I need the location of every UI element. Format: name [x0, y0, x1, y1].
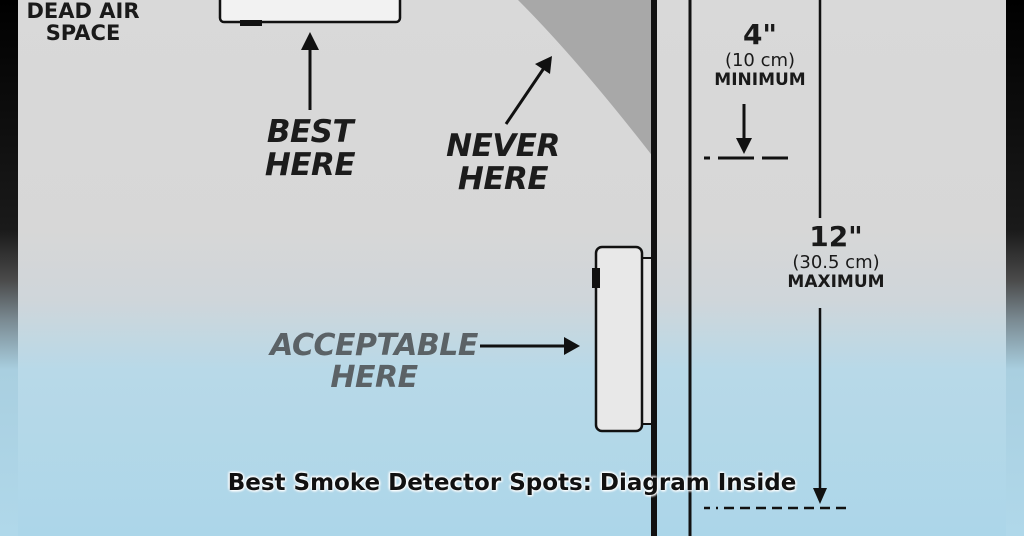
max-measurement: 12" (30.5 cm) MAXIMUM: [776, 220, 896, 292]
acceptable-here-label: ACCEPTABLE HERE: [254, 330, 494, 393]
image-caption: Best Smoke Detector Spots: Diagram Insid…: [227, 470, 797, 496]
best-line-1: BEST: [266, 114, 354, 150]
best-line-2: HERE: [264, 146, 356, 183]
dead-air-wedge: [518, 0, 654, 158]
max-caption: MAXIMUM: [787, 271, 885, 292]
best-arrow: [301, 32, 319, 110]
min-measurement: 4" (10 cm) MINIMUM: [700, 18, 820, 90]
never-line-2: HERE: [457, 160, 549, 197]
max-metric: (30.5 cm): [792, 251, 880, 273]
wall-detector-knob: [592, 268, 600, 288]
diagram-graphics: [218, 0, 850, 536]
ceiling-detector: [218, 0, 402, 24]
never-line-1: NEVER: [446, 128, 560, 164]
acceptable-line-2: HERE: [330, 359, 418, 395]
ceiling-detector-base: [240, 20, 262, 26]
dead-air-line-1: DEAD AIR: [26, 0, 140, 23]
acceptable-arrow: [480, 337, 580, 355]
max-value: 12": [809, 220, 863, 253]
best-here-label: BEST HERE: [240, 116, 380, 181]
dead-air-label: DEAD AIR SPACE: [18, 0, 148, 44]
diagram-panel: DEAD AIR SPACE BEST HERE NEVER HERE ACCE…: [18, 0, 1006, 536]
max-dimension: [704, 0, 850, 510]
min-metric: (10 cm): [724, 49, 796, 71]
min-caption: MINIMUM: [714, 69, 806, 90]
wall-detector: [594, 245, 644, 433]
acceptable-line-1: ACCEPTABLE: [270, 328, 478, 363]
never-here-label: NEVER HERE: [418, 130, 588, 195]
dead-air-line-2: SPACE: [45, 21, 121, 46]
never-arrow: [504, 56, 552, 125]
min-dimension: [704, 104, 788, 160]
min-value: 4": [742, 18, 778, 51]
